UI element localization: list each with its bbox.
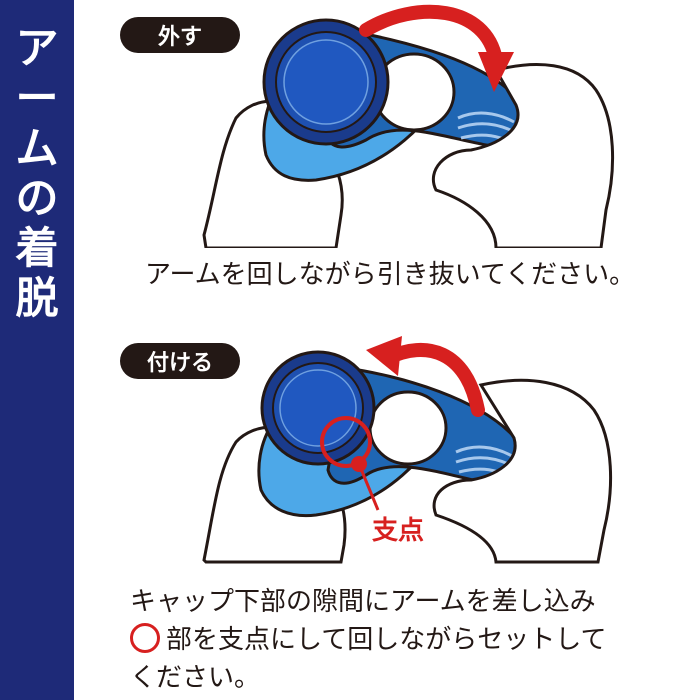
title-char: ム xyxy=(15,124,59,174)
rotate-arrow xyxy=(381,342,485,417)
fulcrum-circle xyxy=(320,416,372,468)
title-char: の xyxy=(15,174,59,224)
section-title: ア ー ム の 着 脱 xyxy=(0,24,74,324)
arm-hole xyxy=(368,390,448,466)
right-hand xyxy=(432,378,613,564)
remove-instruction: アームを回しながら引き抜いてください。 xyxy=(145,260,636,290)
fulcrum-label: 支点 xyxy=(372,516,425,546)
attach-instruction-line-2: 部を支点にして回しながらセットして xyxy=(130,621,606,659)
attach-instruction-line-1: キャップ下部の隙間にアームを差し込み xyxy=(130,587,596,617)
title-char: 脱 xyxy=(15,274,59,324)
title-char: 着 xyxy=(15,224,59,274)
remove-illustration xyxy=(202,4,615,248)
title-char: ー xyxy=(15,74,59,124)
right-hand xyxy=(432,63,615,248)
title-char: ア xyxy=(15,24,59,74)
remove-label: 外す xyxy=(120,17,240,53)
rotate-arrow xyxy=(359,4,503,67)
attach-instruction-line-3: ください。 xyxy=(130,663,261,693)
fulcrum-marker-icon xyxy=(130,623,160,653)
attach-instruction-line-2-text: 部を支点にして回しながらセットして xyxy=(166,625,607,655)
sidebar: ア ー ム の 着 脱 xyxy=(0,0,74,700)
attach-label: 付ける xyxy=(120,343,240,379)
attach-illustration xyxy=(202,336,613,564)
